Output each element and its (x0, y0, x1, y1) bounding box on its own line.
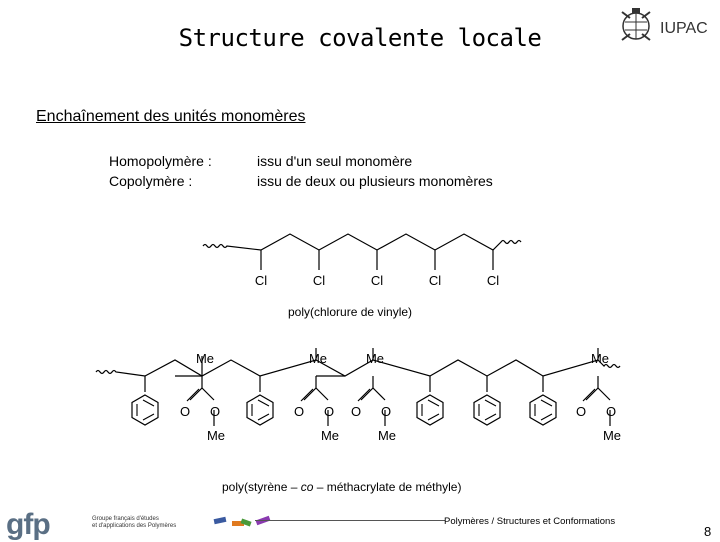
section-heading: Enchaînement des unités monomères (36, 108, 306, 125)
copolymer-o-label: O (576, 404, 586, 419)
copolymer-me-label: Me (207, 428, 225, 443)
pvc-caption: poly(chlorure de vinyle) (288, 305, 413, 319)
gfp-org-line: Groupe français d'études (92, 516, 159, 522)
definition-desc-homopolymer: issu d'un seul monomère (257, 153, 413, 169)
brand-mark-blue (213, 516, 227, 525)
pvc-cl-label: Cl (487, 273, 499, 288)
copolymer-backbone (95, 348, 621, 392)
copolymer-structure: Me Me Me Me O O O O O O O O Me Me Me Me (95, 348, 621, 443)
pvc-cl-label: Cl (313, 273, 325, 288)
copolymer-me-label: Me (321, 428, 339, 443)
copolymer-caption: poly(styrène – co – méthacrylate de méth… (222, 480, 461, 494)
footer-subtitle: Polymères / Structures et Conformations (444, 516, 616, 527)
brand-mark-orange (232, 521, 244, 526)
copolymer-o-label: O (606, 404, 616, 419)
gfp-logo: gfp (6, 508, 51, 541)
iupac-label: IUPAC (660, 20, 708, 37)
gfp-org-name: Groupe français d'études et d'applicatio… (92, 516, 176, 530)
definition-desc-copolymer: issu de deux ou plusieurs monomères (257, 173, 493, 189)
copolymer-o-label: O (294, 404, 304, 419)
pvc-cl-label: Cl (371, 273, 383, 288)
footer-divider (255, 520, 445, 521)
copolymer-caption-part: poly(styrène – (222, 480, 301, 494)
iupac-logo-icon (621, 8, 651, 41)
pvc-cl-label: Cl (255, 273, 267, 288)
page-number: 8 (704, 524, 712, 539)
copolymer-me-label: Me (603, 428, 621, 443)
copolymer-o-label: O (324, 404, 334, 419)
page-title: Structure covalente locale (178, 24, 542, 52)
pvc-backbone (202, 233, 522, 270)
copolymer-o-label: O (351, 404, 361, 419)
copolymer-me-label: Me (366, 351, 384, 366)
copolymer-me-label: Me (196, 351, 214, 366)
pvc-cl-label: Cl (429, 273, 441, 288)
copolymer-me-label: Me (378, 428, 396, 443)
copolymer-caption-italic: co (300, 480, 314, 494)
gfp-org-line: et d'applications des Polymères (92, 523, 177, 529)
copolymer-me-label: Me (591, 351, 609, 366)
pvc-structure: Cl Cl Cl Cl Cl (202, 233, 522, 288)
definition-term-copolymer: Copolymère : (109, 173, 193, 189)
copolymer-o-label: O (180, 404, 190, 419)
copolymer-me-label: Me (309, 351, 327, 366)
copolymer-o-label: O (381, 404, 391, 419)
copolymer-caption-part: – méthacrylate de méthyle) (313, 480, 462, 494)
copolymer-o-label: O (210, 404, 220, 419)
definition-term-homopolymer: Homopolymère : (109, 153, 212, 169)
